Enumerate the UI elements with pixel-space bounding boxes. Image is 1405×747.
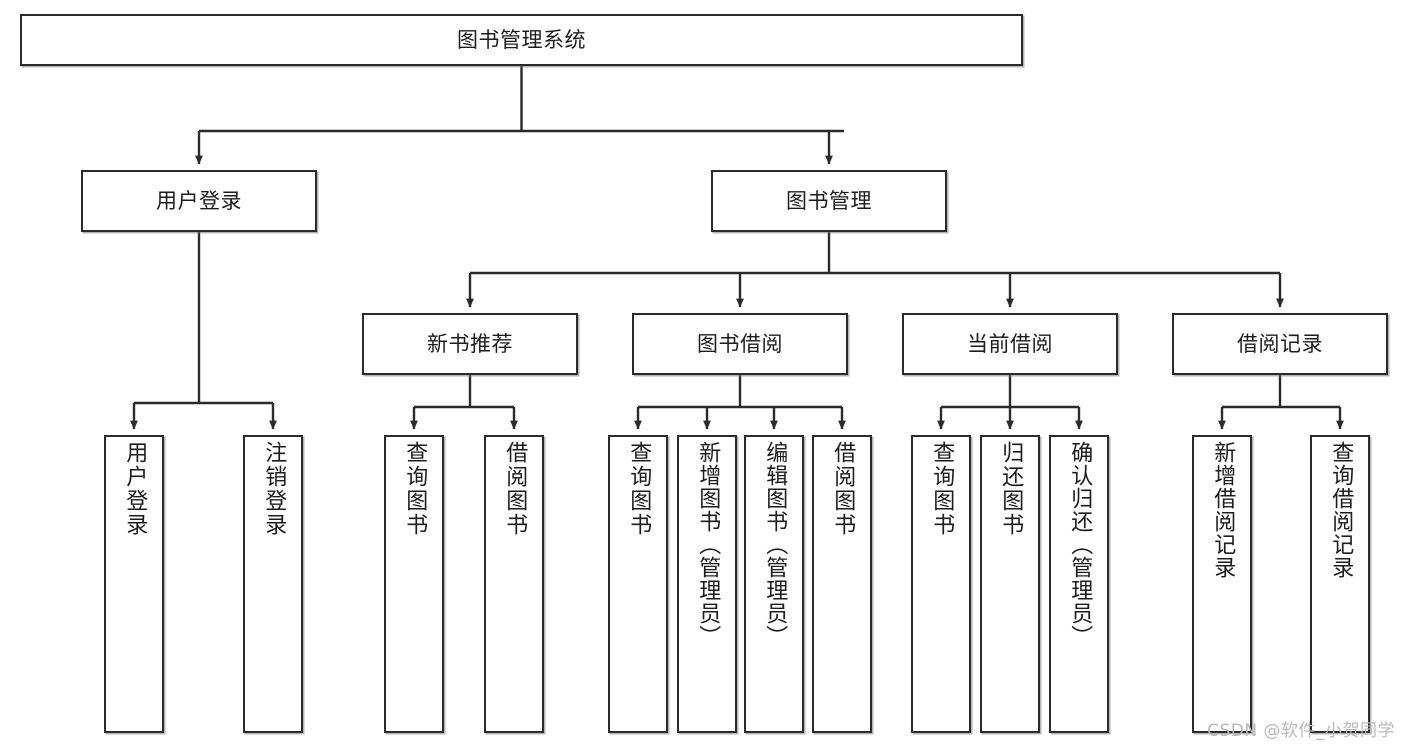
node-new-book-recommend[interactable]: 新书推荐 — [362, 313, 578, 375]
node-leaf-borrow-book[interactable]: 借阅图书 — [812, 435, 872, 733]
node-new-book-recommend-label: 新书推荐 — [427, 331, 513, 356]
node-leaf-confirm-return-admin[interactable]: 确认归还（管理员） — [1049, 435, 1109, 733]
node-current-borrow[interactable]: 当前借阅 — [902, 313, 1118, 375]
node-leaf-newbook-query-book-label: 查询图书 — [402, 441, 428, 537]
node-borrow-record-label: 借阅记录 — [1237, 331, 1323, 356]
node-leaf-borrow-book-label: 借阅图书 — [830, 441, 856, 537]
node-leaf-newbook-borrow-book-label: 借阅图书 — [502, 441, 528, 537]
node-user-login[interactable]: 用户登录 — [81, 170, 317, 232]
node-leaf-newbook-borrow-book[interactable]: 借阅图书 — [484, 435, 544, 733]
node-leaf-logout-label: 注销登录 — [261, 441, 287, 537]
node-leaf-current-query-book[interactable]: 查询图书 — [911, 435, 971, 733]
node-leaf-edit-book-admin[interactable]: 编辑图书（管理员） — [744, 435, 804, 733]
node-leaf-add-borrow-record-label: 新增借阅记录 — [1210, 441, 1236, 579]
node-borrow-record[interactable]: 借阅记录 — [1172, 313, 1388, 375]
node-leaf-add-borrow-record[interactable]: 新增借阅记录 — [1192, 435, 1252, 733]
node-leaf-confirm-return-admin-label: 确认归还（管理员） — [1067, 441, 1093, 648]
node-current-borrow-label: 当前借阅 — [967, 331, 1053, 356]
node-book-management-label: 图书管理 — [786, 188, 872, 213]
node-leaf-add-book-admin-label: 新增图书（管理员） — [695, 441, 721, 648]
node-leaf-query-borrow-record[interactable]: 查询借阅记录 — [1310, 435, 1370, 733]
node-leaf-newbook-query-book[interactable]: 查询图书 — [384, 435, 444, 733]
node-leaf-edit-book-admin-label: 编辑图书（管理员） — [762, 441, 788, 648]
node-leaf-borrow-query-book-label: 查询图书 — [626, 441, 652, 537]
node-leaf-current-query-book-label: 查询图书 — [929, 441, 955, 537]
node-leaf-query-borrow-record-label: 查询借阅记录 — [1328, 441, 1354, 579]
node-root-book-management-system[interactable]: 图书管理系统 — [20, 14, 1023, 66]
node-leaf-borrow-query-book[interactable]: 查询图书 — [608, 435, 668, 733]
node-leaf-user-login-label: 用户登录 — [122, 441, 148, 537]
node-root-label: 图书管理系统 — [457, 27, 586, 52]
node-book-borrow-label: 图书借阅 — [697, 331, 783, 356]
node-leaf-user-login[interactable]: 用户登录 — [104, 435, 164, 733]
node-leaf-return-book-label: 归还图书 — [998, 441, 1024, 537]
node-user-login-label: 用户登录 — [156, 188, 242, 213]
node-leaf-return-book[interactable]: 归还图书 — [980, 435, 1040, 733]
node-book-management[interactable]: 图书管理 — [711, 170, 947, 232]
node-book-borrow[interactable]: 图书借阅 — [632, 313, 848, 375]
node-leaf-logout[interactable]: 注销登录 — [243, 435, 303, 733]
node-leaf-add-book-admin[interactable]: 新增图书（管理员） — [677, 435, 737, 733]
